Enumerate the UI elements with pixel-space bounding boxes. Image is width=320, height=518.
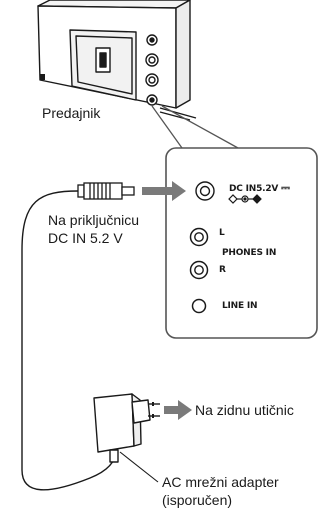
dc-plug bbox=[77, 182, 135, 200]
dc-in-target-label-line2: DC IN 5.2 V bbox=[48, 230, 123, 246]
transmitter-label: Predajnik bbox=[42, 105, 101, 121]
dc-in-target-label-line1: Na priključnicu bbox=[48, 212, 140, 228]
callout-lines bbox=[151, 105, 239, 149]
phones-in-label: PHONES IN bbox=[222, 248, 277, 258]
ac-adapter-label-line2: (isporučen) bbox=[162, 492, 233, 508]
phones-in-left-label: L bbox=[219, 228, 225, 238]
dc-symbol-icon: ⎓ bbox=[281, 181, 290, 194]
phones-in-r-jack bbox=[189, 260, 209, 280]
phones-in-l-jack bbox=[189, 227, 209, 247]
line-in-label: LINE IN bbox=[222, 301, 258, 311]
ac-adapter-label-line1: AC mrežni adapter bbox=[162, 474, 279, 490]
arrow-to-dc-in-icon bbox=[142, 181, 186, 201]
adapter-leader-line bbox=[119, 451, 159, 483]
device-jacks bbox=[145, 34, 159, 106]
wall-outlet-label: Na zidnu utičnic bbox=[195, 402, 294, 418]
arrow-to-wall-outlet-icon bbox=[164, 400, 192, 420]
polarity-symbol-icon bbox=[228, 194, 262, 204]
phones-in-right-label: R bbox=[219, 265, 226, 275]
ac-adapter-icon bbox=[93, 393, 160, 463]
connection-panel bbox=[165, 147, 318, 339]
dc-in-jack bbox=[195, 181, 215, 201]
dc-in-panel-label: DC IN5.2V ⎓ bbox=[229, 182, 290, 195]
power-cable bbox=[21, 190, 117, 491]
dc-in-rating-text: DC IN5.2V bbox=[229, 184, 279, 194]
transmitter-device bbox=[37, 0, 197, 121]
line-in-jack bbox=[191, 298, 207, 314]
